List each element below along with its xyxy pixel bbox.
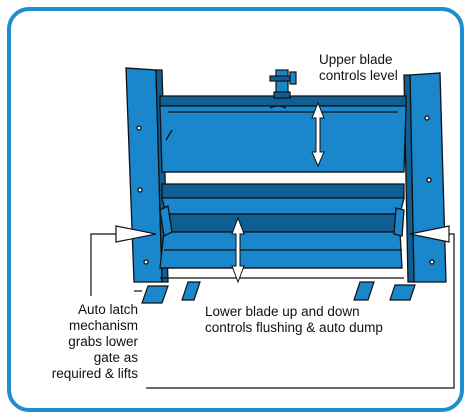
right-pointer-icon bbox=[146, 225, 455, 389]
lower-blade-label-line: Lower blade up and down bbox=[205, 304, 360, 319]
upper-blade-label-line: Upper blade bbox=[319, 52, 393, 67]
auto-latch-label-line: required & lifts bbox=[51, 366, 138, 381]
lower-blade-label-line: controls flushing & auto dump bbox=[205, 320, 383, 335]
upper-blade-label: Upper blade controls level bbox=[319, 52, 398, 84]
actuator-icon bbox=[269, 69, 297, 99]
left-pointer-icon bbox=[90, 225, 157, 296]
auto-latch-label-line: grabs lower bbox=[68, 334, 138, 349]
auto-latch-label-line: Auto latch bbox=[77, 302, 138, 317]
lower-double-arrow-icon bbox=[231, 216, 245, 284]
upper-gate bbox=[159, 95, 407, 173]
auto-latch-label-line: mechanism bbox=[68, 318, 138, 333]
latch-hooks bbox=[159, 205, 405, 237]
auto-latch-label-line: gate as bbox=[93, 350, 138, 365]
lower-blade-label: Lower blade up and down controls flushin… bbox=[205, 304, 383, 336]
right-side-post bbox=[403, 72, 447, 283]
lower-gate bbox=[159, 183, 405, 279]
upper-blade-label-line: controls level bbox=[319, 68, 398, 83]
base-feet bbox=[134, 281, 416, 304]
upper-double-arrow-icon bbox=[311, 101, 325, 168]
auto-latch-label: Auto latch mechanism grabs lower gate as… bbox=[20, 302, 138, 382]
